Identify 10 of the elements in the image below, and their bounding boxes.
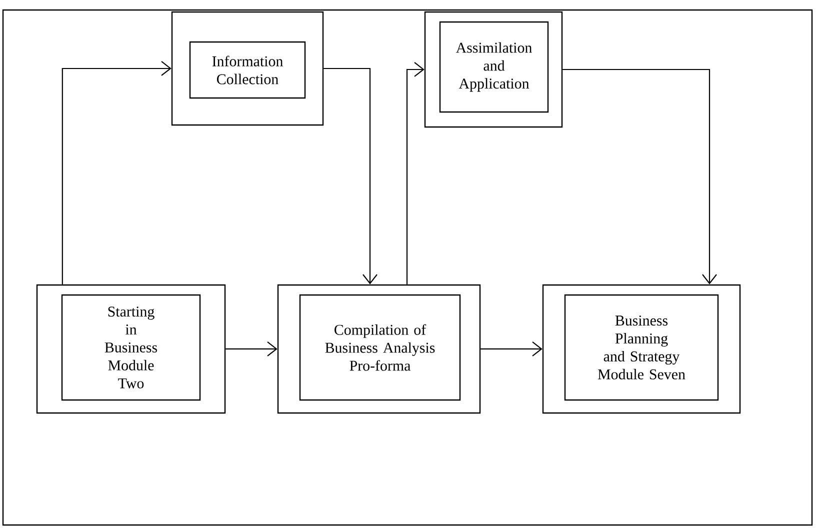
arrow: [406, 62, 424, 284]
arrow: [562, 68, 717, 284]
process-box: Business Planning and Strategy Module Seven: [542, 284, 741, 414]
arrow: [226, 342, 278, 356]
arrow: [480, 342, 542, 356]
arrow: [324, 68, 378, 284]
process-box: Assimilation and Application: [424, 11, 563, 128]
process-box: Information Collection: [171, 11, 324, 126]
process-box: Starting in Business Module Two: [36, 284, 226, 414]
process-box: Compilation of Business Analysis Pro-forma: [277, 284, 481, 414]
